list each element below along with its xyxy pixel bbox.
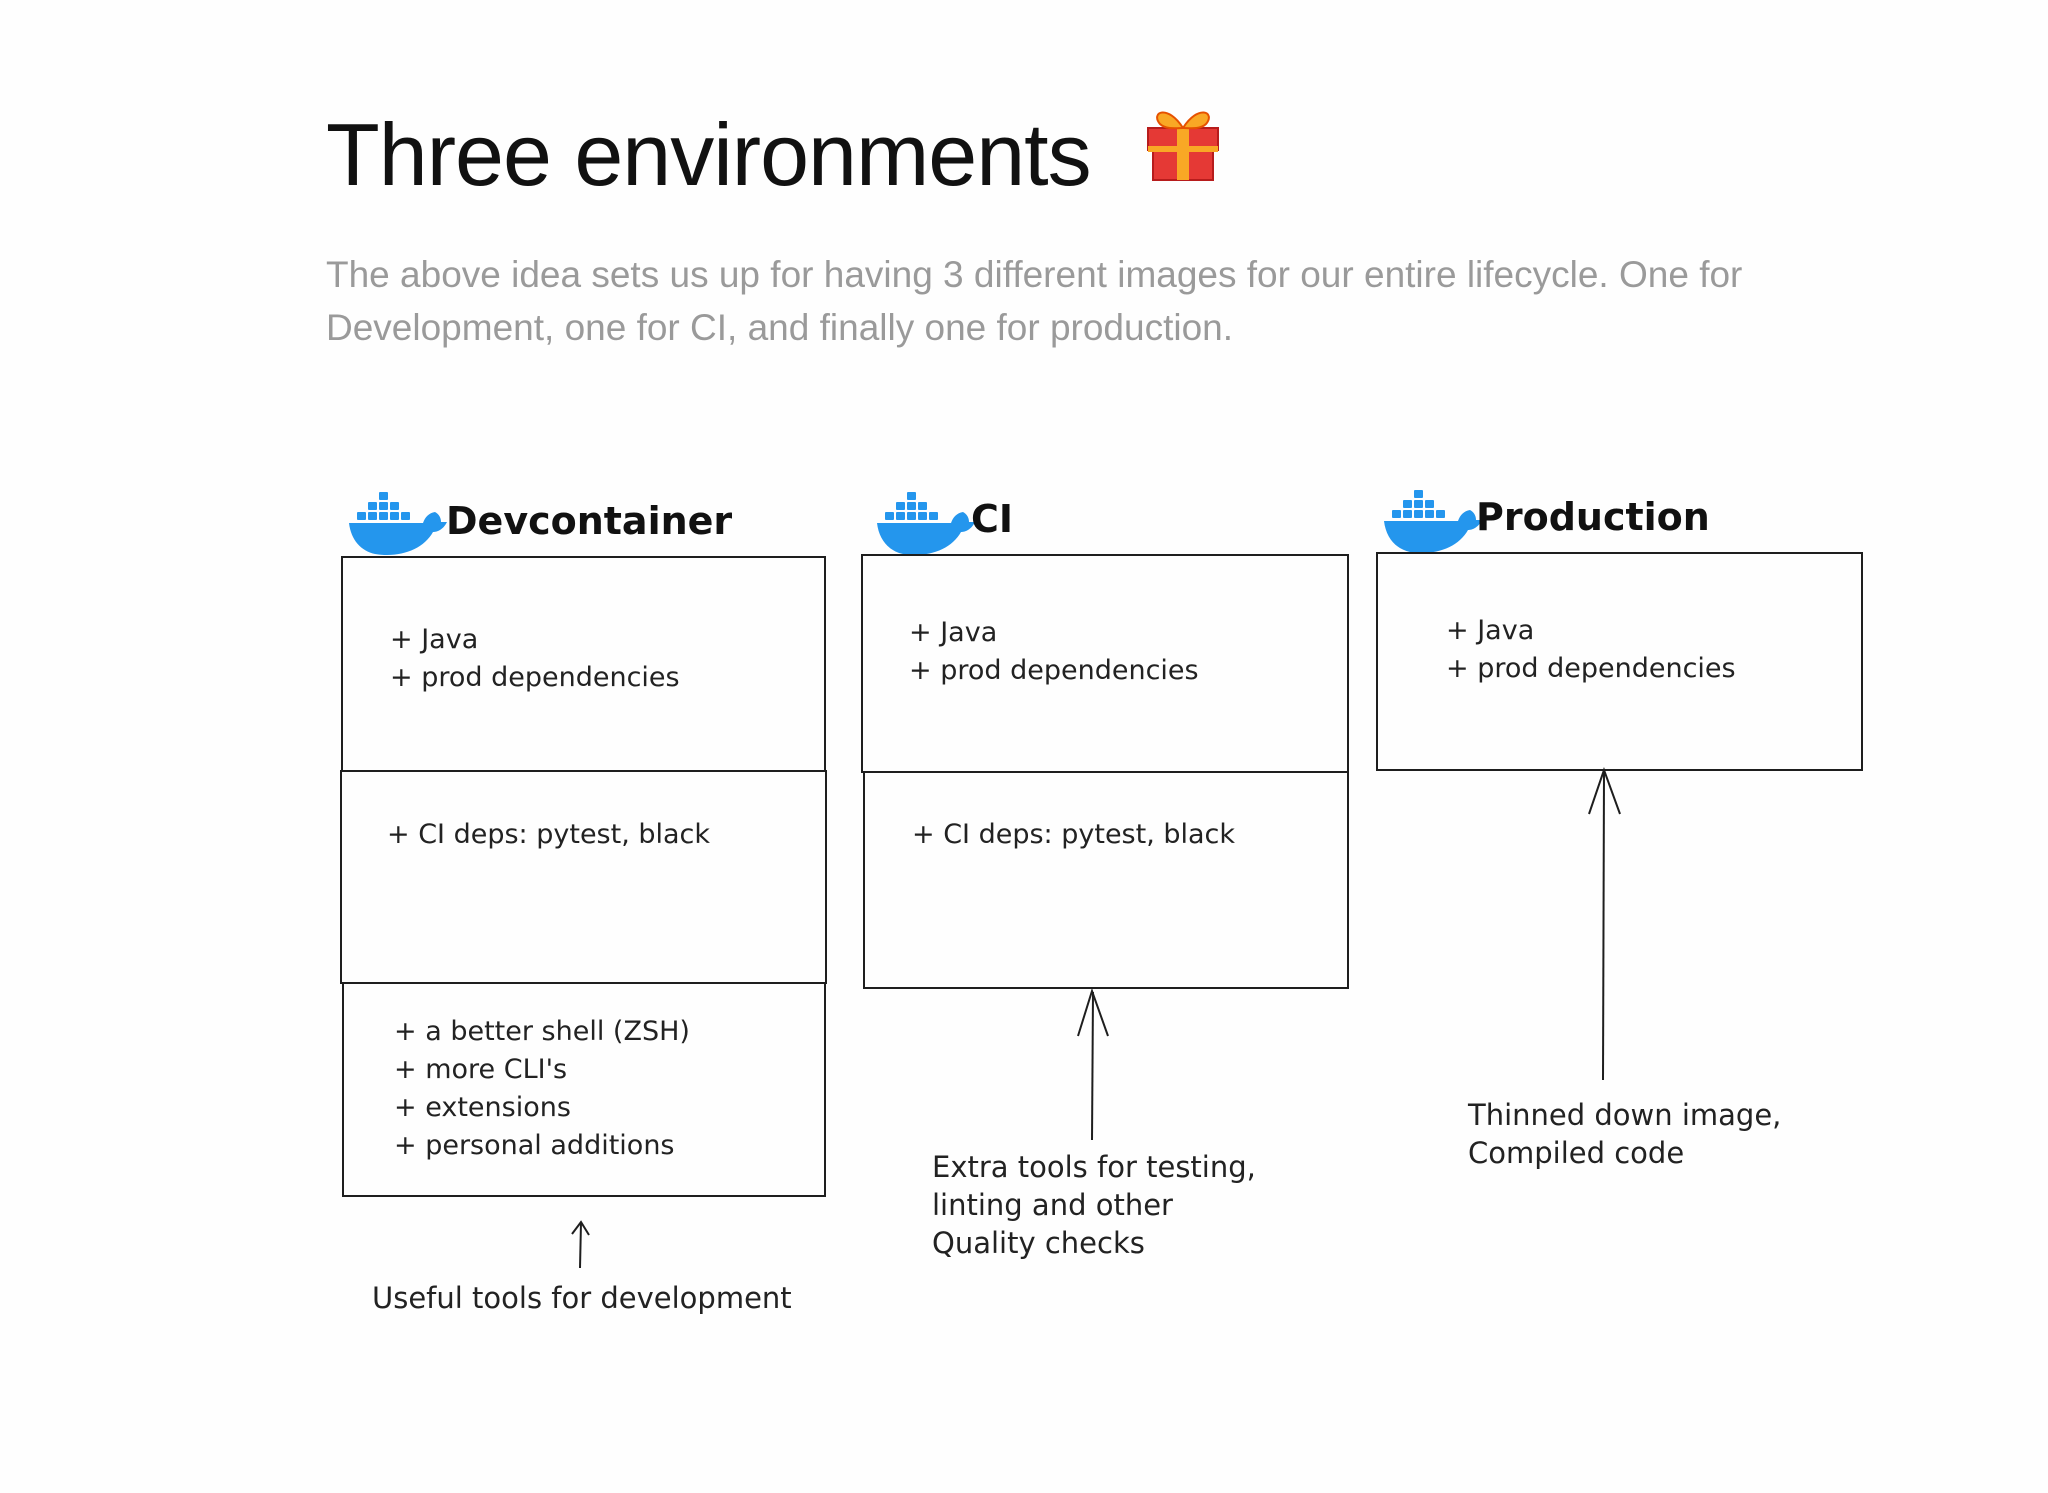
page-title-text: Three environments [326, 105, 1092, 204]
devcontainer-annotation: Useful tools for development [372, 1281, 792, 1315]
devcontainer-arrow [571, 1220, 590, 1269]
ci-annotation: Extra tools for testing, [932, 1150, 1256, 1184]
devcontainer-item: + a better shell (ZSH) [394, 1016, 690, 1047]
ci-arrow [1077, 987, 1109, 1141]
ci-ci-box [863, 771, 1349, 989]
devcontainer-dev-box [342, 982, 826, 1197]
docker-whale-icon [877, 492, 975, 556]
ci-header: CI [877, 492, 1013, 556]
production-header: Production [1384, 490, 1710, 554]
production-base-box [1376, 552, 1863, 771]
ci-item: + prod dependencies [909, 655, 1199, 686]
ci-title: CI [971, 497, 1013, 541]
docker-whale-icon [1384, 490, 1482, 554]
devcontainer-title: Devcontainer [446, 499, 732, 543]
devcontainer-item: + extensions [394, 1092, 571, 1123]
production-stack [1376, 552, 1863, 771]
production-arrow [1588, 766, 1621, 1081]
production-annotation: Thinned down image, [1467, 1098, 1781, 1132]
devcontainer-item: + more CLI's [394, 1054, 567, 1085]
docker-whale-icon [349, 492, 447, 556]
production-item: + Java [1446, 615, 1534, 646]
ci-item: + CI deps: pytest, black [912, 819, 1235, 850]
devcontainer-ci-box [340, 770, 827, 984]
devcontainer-stack [340, 556, 827, 1197]
page-description: The above idea sets us up for having 3 d… [326, 254, 1743, 348]
page-title: Three environments [326, 100, 1228, 210]
devcontainer-item: + Java [390, 624, 478, 655]
production-title: Production [1476, 495, 1710, 539]
ci-annotation: Quality checks [932, 1226, 1145, 1260]
devcontainer-item: + prod dependencies [390, 662, 680, 693]
devcontainer-item: + personal additions [394, 1130, 675, 1161]
devcontainer-item: + CI deps: pytest, black [387, 819, 710, 850]
ci-stack [861, 554, 1349, 989]
devcontainer-header: Devcontainer [349, 492, 732, 556]
production-item: + prod dependencies [1446, 653, 1736, 684]
ci-item: + Java [909, 617, 997, 648]
production-annotation: Compiled code [1468, 1136, 1684, 1170]
ci-annotation: linting and other [932, 1188, 1173, 1222]
gift-icon [1138, 94, 1228, 209]
